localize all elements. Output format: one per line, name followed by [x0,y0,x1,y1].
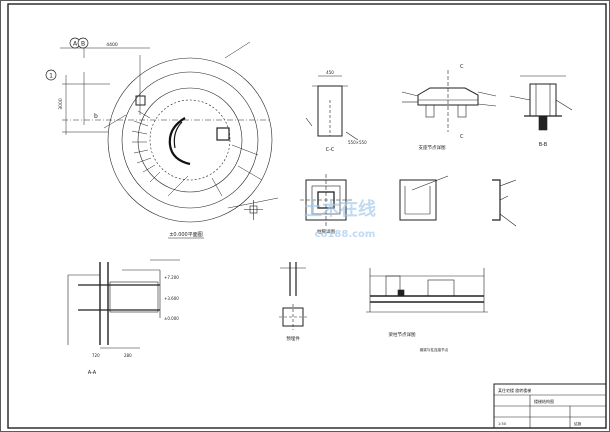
dim-720: 720 [92,353,100,358]
axis-label-num: 1 [49,73,53,80]
embed-plate-detail [399,175,449,221]
level-2: +3.600 [164,296,179,301]
watermark-main: 土木在线 [304,198,376,220]
top-dim: 450 [326,70,334,75]
beam-joint-title: 梁柱节点详图 [389,331,416,338]
dim-550: 550×550 [348,140,367,145]
title-block-sheet: 结施 [574,421,582,426]
support-detail-title: 支座节点详图 [419,144,446,151]
section-a-a-title: A-A [88,370,97,376]
spiral-stringer [168,117,191,166]
mid-ring [121,71,259,209]
beam-joint-note: 钢梁与柱连接节点 [420,347,449,352]
watermark-sub: co188.com [315,229,376,240]
title-block-project: 某住宅楼 旋转楼梯 [498,387,531,393]
support-detail-drawing [401,70,497,132]
plan-dim-top: 4400 [106,42,118,48]
embed-part-detail [279,262,307,330]
outer-ring [107,57,273,223]
level-3: ±0.000 [164,316,179,321]
axis-bubble-b [77,37,89,49]
axis-bubble-num [45,69,57,81]
anchor-detail [492,179,517,227]
inner-border [7,3,607,429]
column-base-title: 柱脚详图 [317,228,335,235]
title-block-scale: 1:50 [498,422,507,426]
axis-label-a: A [73,41,78,48]
column-base-detail [300,174,352,226]
beam-column-joint [366,268,488,313]
title-block-drawing: 楼梯结构图 [534,398,554,404]
stair-plan [60,41,279,223]
dim-280: 280 [124,353,132,358]
core-ring [149,99,231,181]
plan-section-mark: b [94,113,98,120]
center-column [216,127,230,141]
section-c-c [305,75,359,141]
marker-c-top: C [460,64,464,70]
stair-treads [131,110,156,173]
section-b-b-title: B-B [539,142,548,148]
column-symbol [244,200,263,220]
marker-c-bottom: C [460,134,464,140]
embed-part-title: 预埋件 [286,335,300,342]
section-c-c-title: C-C [326,147,335,153]
inner-ring [137,87,243,193]
plan-dim-left: 3000 [58,98,64,110]
landing-box [135,95,146,106]
level-1: +7.200 [164,275,179,280]
title-block [493,383,607,429]
section-b-b [509,75,573,131]
section-a-a [67,259,180,349]
plan-title: ±0.000平面图 [169,232,203,238]
axis-label-b: B [81,41,85,48]
